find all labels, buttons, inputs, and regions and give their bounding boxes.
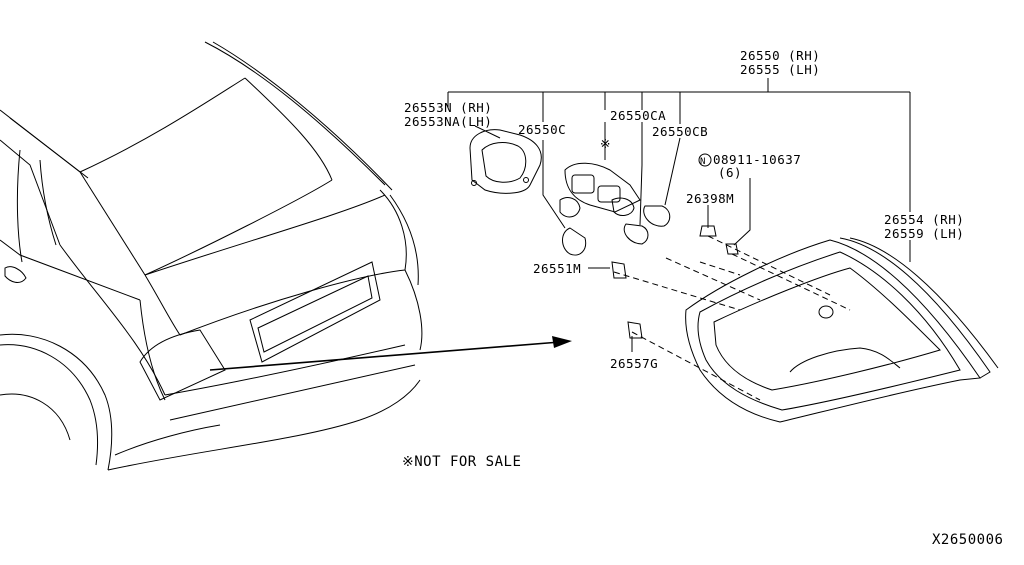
screw-26398m [699, 225, 717, 237]
label-26398m: 26398M [686, 191, 734, 206]
diagram-id: X2650006 [932, 532, 1003, 548]
label-26554-rh: 26554 (RH) [884, 212, 964, 227]
label-26553na-lh: 26553NA(LH) [404, 114, 492, 129]
label-26550cb: 26550CB [652, 124, 708, 139]
clip-26551m [611, 261, 627, 279]
label-26551m: 26551M [533, 261, 581, 276]
label-26550c: 26550C [518, 122, 566, 137]
label-08911-qty: (6) [718, 165, 742, 180]
label-08911-10637: 08911-10637 [713, 152, 801, 167]
bulb-26550ca [623, 223, 649, 245]
clip-26557g [627, 321, 643, 339]
nut-symbol-icon [698, 153, 712, 167]
label-26550ca: 26550CA [610, 108, 666, 123]
not-for-sale-note: ※NOT FOR SALE [402, 454, 521, 470]
label-26550-rh: 26550 (RH) [740, 48, 820, 63]
installation-dashed-lines [613, 235, 851, 401]
label-26555-lh: 26555 (LH) [740, 62, 820, 77]
bulb-26550cb [643, 205, 671, 227]
not-for-sale-mark: ※ [600, 136, 611, 151]
gasket-26553n [469, 129, 542, 194]
nut-symbol-letter: N [700, 157, 706, 167]
nut-08911 [725, 243, 739, 255]
tail-lamp-assembly [685, 237, 999, 423]
label-26553n-rh: 26553N (RH) [404, 100, 492, 115]
bulb-26550c [562, 227, 587, 256]
vehicle-rear-illustration [0, 41, 572, 471]
socket-harness-26550c [559, 162, 641, 218]
label-26559-lh: 26559 (LH) [884, 226, 964, 241]
label-26557g: 26557G [610, 356, 658, 371]
callout-lines [447, 78, 911, 352]
